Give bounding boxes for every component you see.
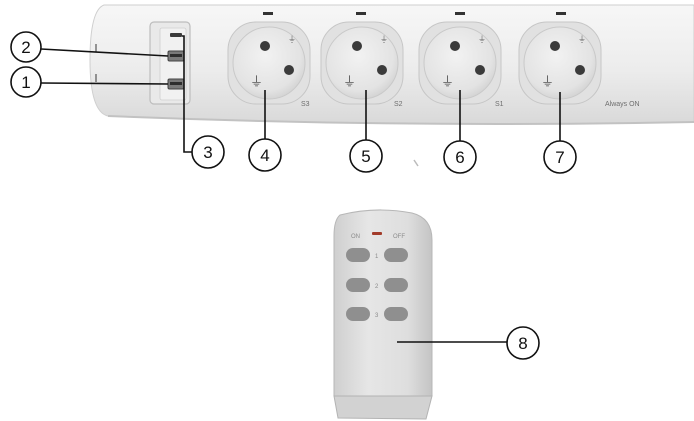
callout-leader-2 <box>40 48 169 57</box>
usb-port-upper-slot <box>170 54 182 57</box>
power-strip-bottom-edge <box>107 115 694 125</box>
socket-earth-clip-icon: ⏚ <box>441 75 454 90</box>
callout-number: 1 <box>21 73 30 92</box>
remote-button-off-2[interactable] <box>384 278 408 292</box>
socket-pin-hole <box>352 41 362 51</box>
socket-label: S1 <box>495 101 504 108</box>
callout-circle <box>543 140 577 174</box>
remote-row-label: 3 <box>375 313 379 319</box>
socket-earth-clip-icon: ⏚ <box>578 35 586 44</box>
socket-label: Always ON <box>605 101 640 108</box>
socket-face <box>325 26 399 100</box>
socket-label: S2 <box>394 101 403 108</box>
socket-indicator-led <box>455 12 465 15</box>
socket-s1[interactable]: ⏚ ⏚ S1 <box>418 12 504 108</box>
remote-body <box>333 209 433 402</box>
callout-1: 1 <box>10 66 42 98</box>
remote-button-off-3[interactable] <box>384 307 408 321</box>
callout-number: 4 <box>260 146 269 165</box>
socket-pin-hole <box>377 65 387 75</box>
callout-number: 8 <box>518 334 527 353</box>
socket-indicator-led <box>356 12 366 15</box>
socket-earth-clip-icon: ⏚ <box>478 35 486 44</box>
socket-indicator-led <box>263 12 273 15</box>
remote-row-label: 1 <box>375 254 379 260</box>
socket-label: S3 <box>301 101 310 108</box>
callout-circle <box>349 139 383 173</box>
callout-leaders <box>40 35 561 343</box>
remote-control: ON OFF 1 2 3 <box>333 209 433 420</box>
callout-5: 5 <box>349 139 383 173</box>
remote-row-label: 2 <box>375 284 379 290</box>
usb-port-lower-slot <box>170 82 182 85</box>
remote-bottom-cap <box>333 395 433 420</box>
socket-always-on[interactable]: ⏚ ⏚ Always ON <box>518 12 640 108</box>
socket-earth-clip-icon: ⏚ <box>541 75 554 90</box>
callout-3: 3 <box>191 135 225 169</box>
socket-pin-hole <box>550 41 560 51</box>
remote-off-label: OFF <box>393 234 405 240</box>
socket-pin-hole <box>475 65 485 75</box>
socket-s3[interactable]: ⏚ ⏚ S3 <box>227 12 311 108</box>
socket-indicator-led <box>556 12 566 15</box>
callout-circle <box>10 31 42 63</box>
usb-indicator-led <box>170 33 182 37</box>
usb-module <box>149 21 191 105</box>
remote-button-off-1[interactable] <box>384 248 408 262</box>
socket-pin-hole <box>284 65 294 75</box>
callout-leader-1 <box>40 82 169 85</box>
socket-face <box>232 26 306 100</box>
callout-circle <box>506 326 540 360</box>
callout-2: 2 <box>10 31 42 63</box>
background-speck <box>413 159 419 167</box>
remote-button-on-1[interactable] <box>346 248 370 262</box>
socket-s2[interactable]: ⏚ ⏚ S2 <box>320 12 404 108</box>
callout-8: 8 <box>506 326 540 360</box>
socket-earth-clip-icon: ⏚ <box>343 75 356 90</box>
socket-pin-hole <box>575 65 585 75</box>
callout-number: 6 <box>455 148 464 167</box>
remote-button-on-2[interactable] <box>346 278 370 292</box>
callout-4: 4 <box>248 138 282 172</box>
remote-indicator-led <box>372 232 382 235</box>
socket-earth-clip-icon: ⏚ <box>288 35 296 44</box>
socket-pin-hole <box>260 41 270 51</box>
callout-circle <box>248 138 282 172</box>
callout-7: 7 <box>543 140 577 174</box>
callout-number: 7 <box>555 148 564 167</box>
callout-number: 5 <box>361 147 370 166</box>
socket-pin-hole <box>450 41 460 51</box>
remote-button-on-3[interactable] <box>346 307 370 321</box>
socket-earth-clip-icon: ⏚ <box>380 35 388 44</box>
remote-on-label: ON <box>351 234 360 240</box>
callout-leader-3 <box>182 35 192 153</box>
callout-number: 2 <box>21 38 30 57</box>
callout-circle <box>191 135 225 169</box>
socket-earth-clip-icon: ⏚ <box>250 75 263 90</box>
callout-number: 3 <box>203 143 212 162</box>
callout-circle <box>10 66 42 98</box>
callout-6: 6 <box>443 140 477 174</box>
power-strip: ⏚ ⏚ S3 ⏚ ⏚ S2 ⏚ ⏚ S1 <box>89 4 694 125</box>
callout-circle <box>443 140 477 174</box>
